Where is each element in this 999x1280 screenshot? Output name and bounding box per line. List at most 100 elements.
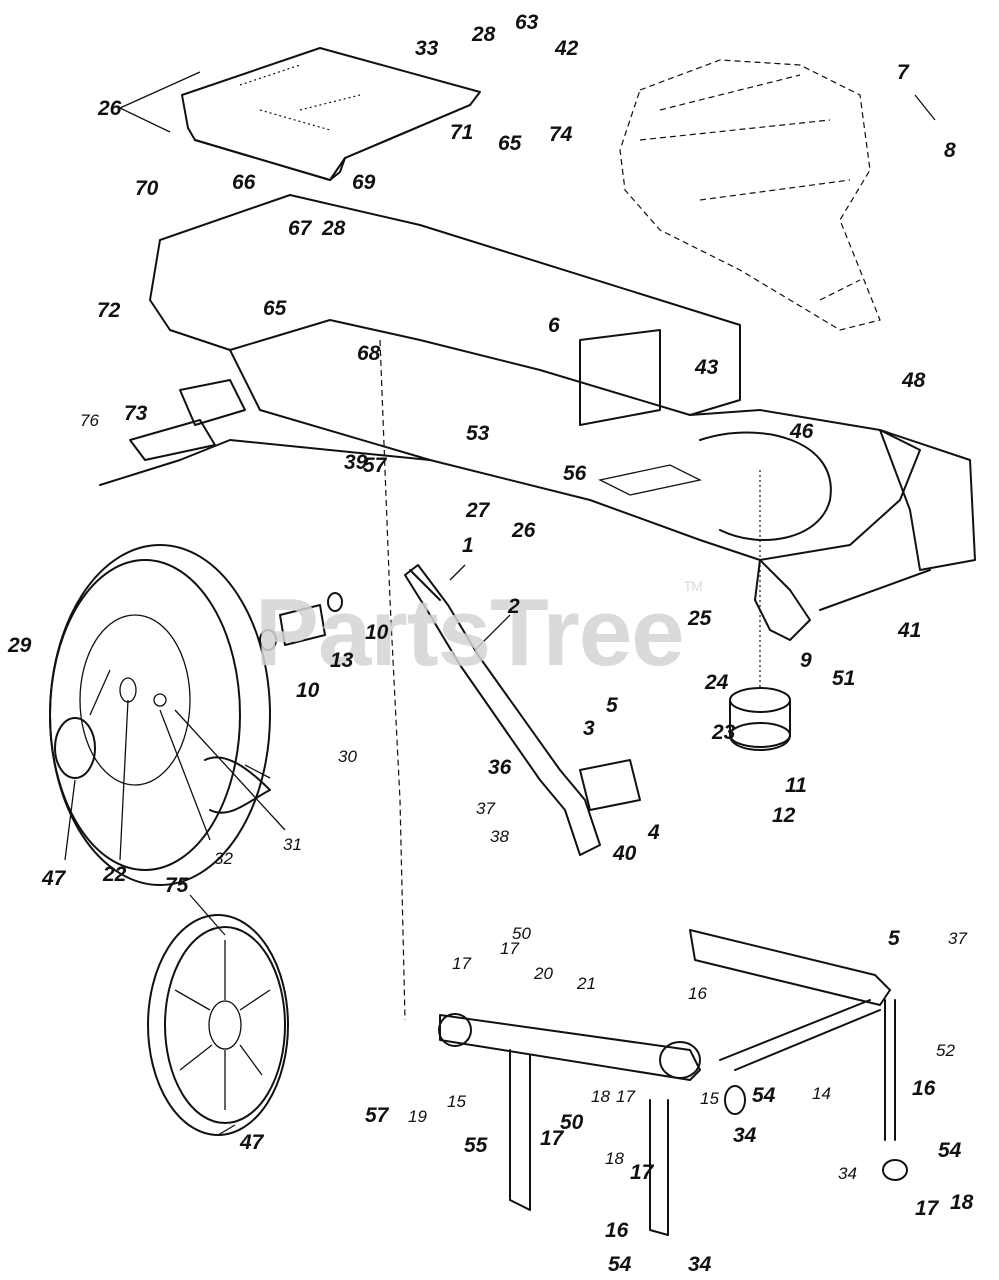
callout-72: 72	[97, 299, 121, 322]
callout-68: 68	[357, 342, 381, 365]
axle-spacer	[259, 592, 343, 651]
callout-31: 31	[283, 835, 302, 854]
callout-27: 27	[466, 499, 490, 522]
callout-5-linkage: 5	[888, 927, 900, 950]
callout-6: 6	[548, 314, 560, 337]
callout-17-d: 17	[540, 1127, 564, 1150]
callout-21: 21	[577, 974, 596, 993]
callout-1: 1	[462, 534, 474, 557]
callout-53: 53	[466, 422, 490, 445]
callout-41: 41	[898, 619, 922, 642]
callout-65-mid: 65	[263, 297, 287, 320]
callout-7: 7	[897, 61, 909, 84]
callout-63: 63	[515, 11, 539, 34]
callout-24: 24	[705, 671, 729, 694]
callout-50-b: 50	[560, 1111, 584, 1134]
callout-46: 46	[790, 420, 814, 443]
callout-17-a: 17	[452, 954, 471, 973]
callout-75: 75	[165, 874, 189, 897]
callout-leaders	[64, 71, 936, 1136]
callout-18-b: 18	[605, 1149, 624, 1168]
callout-4: 4	[648, 821, 660, 844]
callout-3: 3	[583, 717, 595, 740]
callout-52: 52	[936, 1041, 955, 1060]
callout-5-shifter: 5	[606, 694, 618, 717]
callout-12: 12	[772, 804, 796, 827]
callout-16-right: 16	[912, 1077, 936, 1100]
callout-34-b: 34	[838, 1164, 857, 1183]
callout-54-c: 54	[608, 1253, 632, 1276]
callout-32: 32	[214, 849, 233, 868]
callout-33: 33	[415, 37, 439, 60]
callout-11: 11	[785, 774, 807, 797]
callout-43: 43	[695, 356, 719, 379]
callout-34-a: 34	[733, 1124, 757, 1147]
callout-17-f: 17	[915, 1197, 939, 1220]
callout-18-c: 18	[950, 1191, 974, 1214]
callout-18-a: 18	[591, 1087, 610, 1106]
callout-57-frame: 57	[363, 454, 387, 477]
callout-37-b: 37	[948, 929, 967, 948]
watermark-trademark: TM	[683, 578, 703, 594]
callout-23: 23	[712, 721, 736, 744]
callout-36: 36	[488, 756, 512, 779]
callout-10-lower: 10	[296, 679, 320, 702]
callout-47-wheel: 47	[42, 867, 66, 890]
callout-2: 2	[508, 595, 520, 618]
callout-73: 73	[124, 402, 148, 425]
callout-26-seat: 26	[98, 97, 122, 120]
drive-pulley	[729, 470, 791, 751]
callout-25: 25	[688, 607, 712, 630]
callout-50-a: 50	[512, 924, 531, 943]
callout-26-frame: 26	[512, 519, 536, 542]
callout-16-bottom: 16	[605, 1219, 629, 1242]
brake-linkage	[379, 339, 908, 1236]
callout-40: 40	[613, 842, 637, 865]
callout-67: 67	[288, 217, 312, 240]
callout-66: 66	[232, 171, 256, 194]
callout-42: 42	[555, 37, 579, 60]
callout-55: 55	[464, 1134, 488, 1157]
callout-56: 56	[563, 462, 587, 485]
callout-37-a: 37	[476, 799, 495, 818]
callout-9: 9	[800, 649, 812, 672]
callout-39: 39	[344, 451, 368, 474]
seat-pan	[181, 47, 481, 181]
callout-17-b: 17	[500, 939, 519, 958]
callout-17-e: 17	[630, 1161, 654, 1184]
callout-29: 29	[8, 634, 32, 657]
tractor-frame	[99, 194, 976, 641]
callout-16-upper: 16	[688, 984, 707, 1003]
callout-74: 74	[549, 123, 573, 146]
engine-outline	[619, 59, 881, 331]
callout-38: 38	[490, 827, 509, 846]
callout-65-top: 65	[498, 132, 522, 155]
callout-20: 20	[534, 964, 553, 983]
callout-15-right: 15	[700, 1089, 719, 1108]
callout-76: 76	[80, 411, 99, 430]
callout-19: 19	[408, 1107, 427, 1126]
callout-34-c: 34	[688, 1253, 712, 1276]
callout-28-mid: 28	[322, 217, 346, 240]
callout-17-c: 17	[616, 1087, 635, 1106]
callout-57-linkage: 57	[365, 1104, 389, 1127]
callout-8: 8	[944, 139, 956, 162]
shift-lever	[404, 564, 641, 856]
callout-14: 14	[812, 1084, 831, 1103]
callout-13: 13	[330, 649, 354, 672]
watermark: PartsTreeTM	[255, 578, 703, 688]
rear-wheel	[49, 544, 271, 886]
watermark-text: PartsTree	[255, 579, 685, 686]
callout-51: 51	[832, 667, 856, 690]
hubcap	[147, 914, 289, 1136]
callout-70: 70	[135, 177, 159, 200]
callout-54-a: 54	[752, 1084, 776, 1107]
callout-22: 22	[103, 863, 127, 886]
callout-28-top: 28	[472, 23, 496, 46]
callout-30: 30	[338, 747, 357, 766]
callout-69: 69	[352, 171, 376, 194]
callout-15-left: 15	[447, 1092, 466, 1111]
callout-10-upper: 10	[365, 621, 389, 644]
callout-47-hubcap: 47	[240, 1131, 264, 1154]
callout-54-b: 54	[938, 1139, 962, 1162]
